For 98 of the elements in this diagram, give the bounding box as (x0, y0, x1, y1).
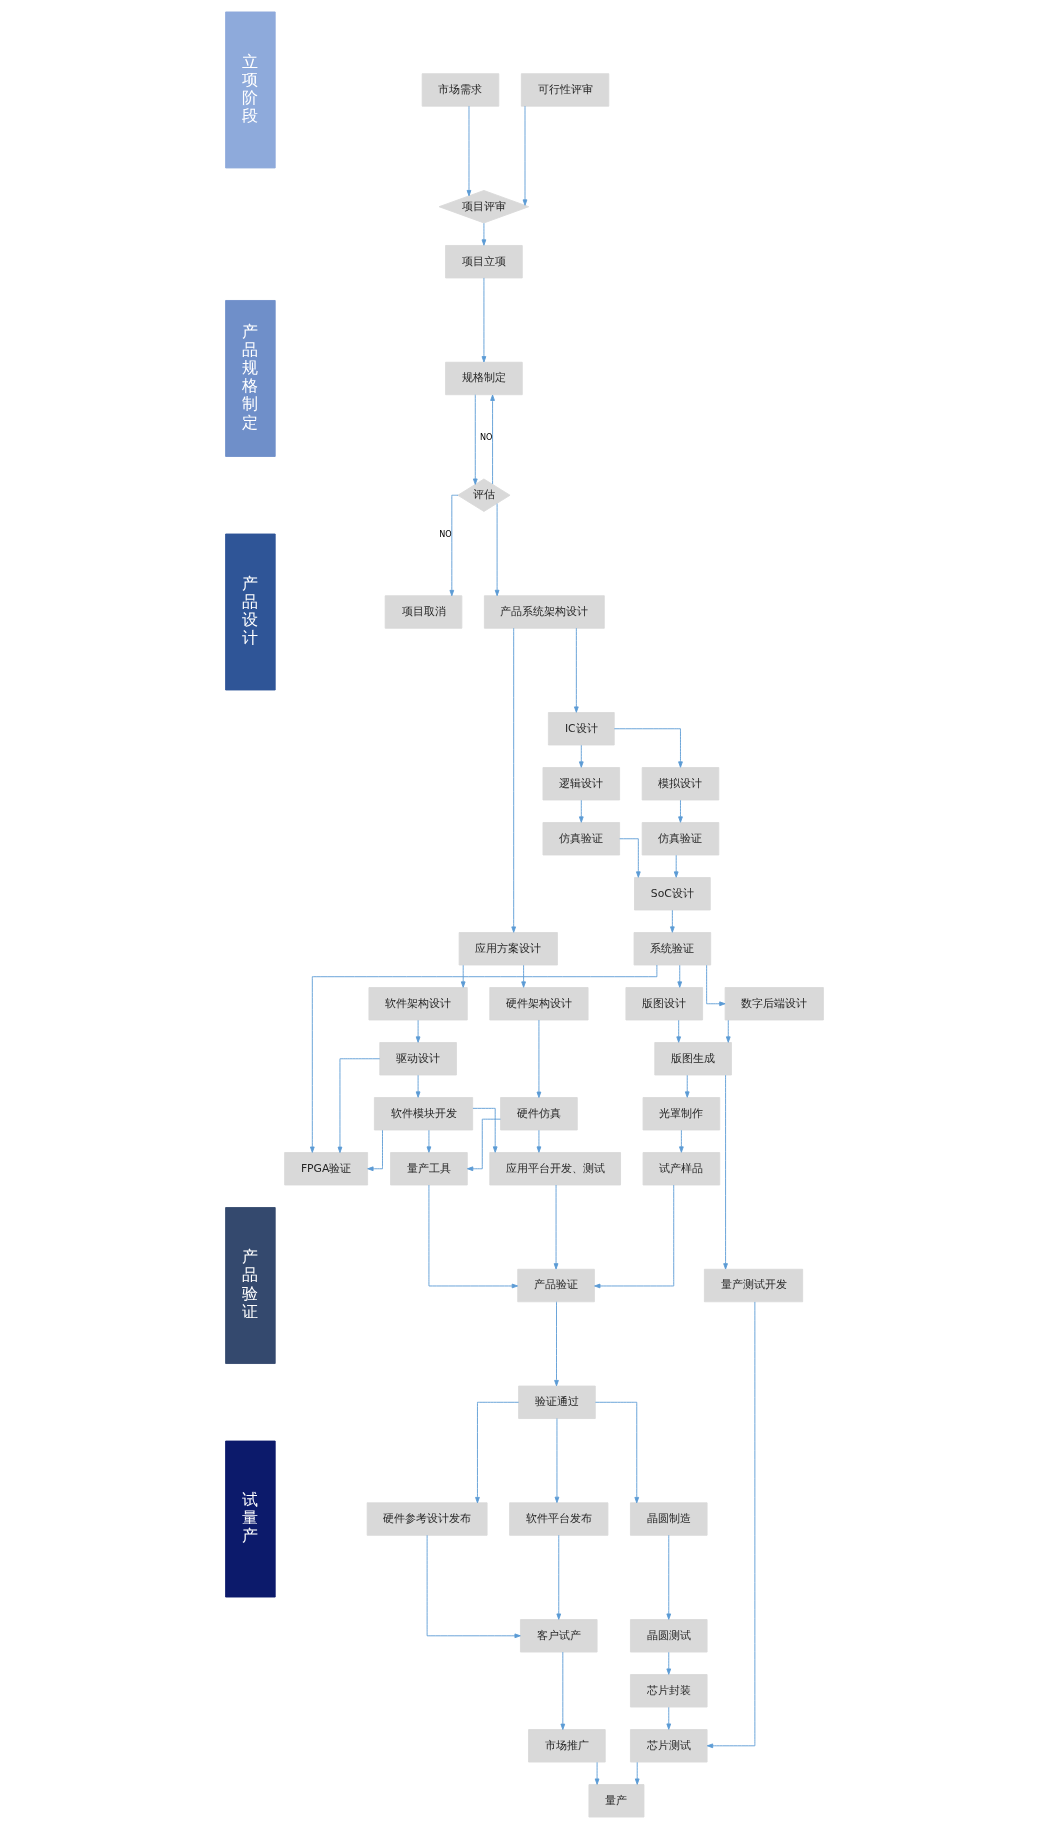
node-box: 版图设计 (624, 987, 703, 1021)
arrow (725, 1019, 731, 1043)
node-box: 驱动设计 (378, 1042, 457, 1076)
arrow (510, 627, 516, 933)
node-box: 产品验证 (224, 1207, 276, 1364)
node-box: 应用方案设计 (458, 932, 558, 966)
arrow (536, 1129, 541, 1153)
node-box: 立项阶段 (224, 11, 276, 169)
arrow (678, 1129, 684, 1153)
node-box: 仿真验证 (542, 822, 620, 856)
node-box: 逻辑设计 (542, 767, 620, 801)
node-box: 量产工具 (389, 1152, 468, 1186)
arrow (675, 1019, 681, 1043)
node-box: 硬件仿真 (499, 1097, 578, 1131)
arrow (613, 728, 683, 768)
arrow (665, 1534, 671, 1620)
arrow (474, 1401, 519, 1504)
arrow (466, 1118, 501, 1172)
arrow (415, 1019, 420, 1043)
arrow (594, 1761, 599, 1785)
arrow (460, 964, 466, 988)
arrow (673, 854, 679, 878)
arrow (676, 964, 682, 988)
node-box: 产品验证 (516, 1268, 595, 1303)
arrow (472, 394, 478, 485)
node-box: 项目立项 (444, 245, 523, 279)
arrow (554, 1418, 559, 1504)
arrow (426, 1129, 431, 1153)
node-box: 应用平台开发、测试 (488, 1152, 621, 1186)
node-box: 软件平台发布 (508, 1502, 608, 1536)
node-box: 量产测试开发 (703, 1268, 803, 1303)
node-box: 可行性评审 (520, 73, 609, 107)
node-box: 验证通过 (517, 1385, 596, 1419)
arrow (449, 494, 458, 597)
node-box: 硬件参考设计发布 (366, 1502, 488, 1536)
arrow (553, 1301, 559, 1387)
node-box: 晶圆测试 (629, 1619, 708, 1653)
node-box: 试量产 (224, 1440, 276, 1598)
arrow (426, 1534, 521, 1639)
arrow (665, 1651, 671, 1675)
arrow (578, 799, 584, 823)
node-box: 数字后端设计 (724, 987, 824, 1021)
arrow (536, 1019, 541, 1098)
arrow (559, 1651, 565, 1730)
arrow (366, 1129, 383, 1172)
node-box: 版图生成 (653, 1042, 732, 1076)
arrow (428, 1184, 518, 1289)
node-box: 系统验证 (633, 932, 711, 966)
arrow (594, 1401, 639, 1504)
arrow (669, 909, 675, 933)
node-box: 市场需求 (421, 73, 499, 107)
arrow (573, 627, 579, 713)
arrow (471, 1107, 498, 1153)
arrow (481, 222, 486, 246)
arrow (578, 744, 584, 768)
arrow (722, 1074, 728, 1270)
node-box: 客户试产 (519, 1619, 598, 1653)
node-box: 市场推广 (527, 1729, 606, 1763)
arrow (489, 394, 495, 485)
arrow (677, 799, 683, 823)
node-box: 软件模块开发 (373, 1097, 473, 1131)
arrow (706, 1301, 755, 1749)
arrow (522, 105, 527, 206)
arrow (481, 277, 486, 363)
arrow (520, 964, 526, 988)
node-box: 仿真验证 (641, 822, 719, 856)
arrow (618, 838, 641, 878)
node-box: 光罩制作 (642, 1097, 720, 1131)
node-box: 模拟设计 (641, 767, 719, 801)
node-box: 产品设计 (224, 533, 276, 691)
node-box: 芯片封装 (629, 1674, 708, 1708)
arrow (555, 1534, 561, 1620)
node-box: 晶圆制造 (629, 1502, 708, 1536)
arrow (705, 964, 726, 1007)
node-box: IC设计 (547, 712, 615, 746)
node-box: 规格制定 (444, 361, 523, 396)
arrow (415, 1074, 420, 1098)
node-box: 产品系统架构设计 (483, 595, 605, 629)
arrow (665, 1706, 671, 1730)
node-box: 芯片测试 (629, 1729, 708, 1763)
node-box: 产品规格制定 (224, 300, 276, 457)
arrow (634, 1761, 640, 1785)
node-box: SoC设计 (633, 877, 711, 911)
arrow (466, 105, 471, 197)
arrow (593, 1184, 674, 1289)
arrow (684, 1074, 690, 1098)
arrow (309, 964, 657, 1153)
arrow (494, 503, 499, 597)
node-box: FPGA验证 (283, 1152, 368, 1186)
node-box: 项目取消 (384, 595, 462, 629)
edge-label: NO (479, 431, 492, 442)
node-box: 硬件架构设计 (488, 987, 589, 1021)
node-box: 软件架构设计 (368, 987, 468, 1021)
arrow (553, 1184, 558, 1270)
arrow (337, 1058, 380, 1153)
node-box: 试产样品 (642, 1152, 720, 1186)
node-box: 量产 (588, 1784, 644, 1818)
edge-label: NO (438, 529, 452, 540)
